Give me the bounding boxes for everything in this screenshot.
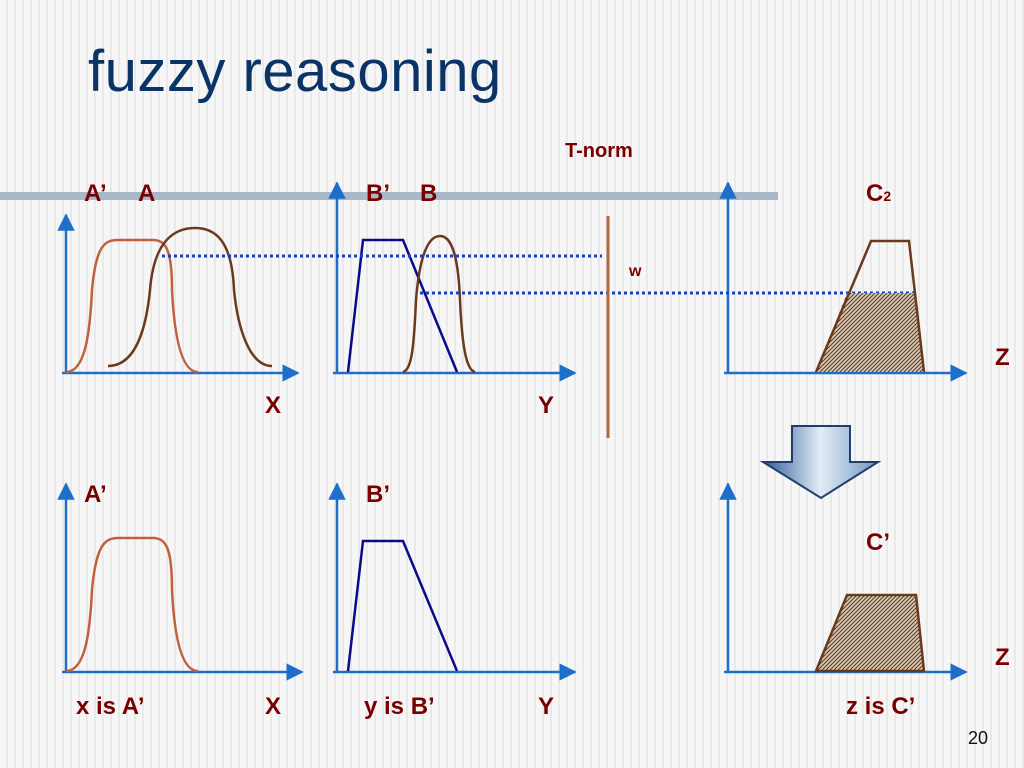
- x-axes-top: [57, 213, 300, 382]
- down-arrow-icon: [759, 425, 882, 500]
- c-prime-label: C’: [866, 529, 890, 556]
- y-axes-bottom: [328, 482, 577, 681]
- slide-number: 20: [967, 728, 988, 748]
- slide-title: fuzzy reasoning: [88, 39, 502, 104]
- header-bar: [0, 192, 778, 200]
- z-axis-label-top: Z: [995, 344, 1010, 371]
- b-prime-label-bottom: B’: [366, 481, 390, 508]
- z-is-c-caption: z is C’: [846, 693, 915, 720]
- a-prime-label-top: A’: [84, 180, 107, 207]
- x-axis-label-top: X: [265, 392, 281, 419]
- y-axis-label-top: Y: [538, 392, 554, 419]
- x-is-a-caption: x is A’: [76, 693, 144, 720]
- x-axis-label-bottom: X: [265, 693, 281, 720]
- y-axis-label-bottom: Y: [538, 693, 554, 720]
- t-norm-label: T-norm: [565, 140, 633, 162]
- a-prime-label-bottom: A’: [84, 481, 107, 508]
- b-prime-trapezoid-top: [346, 238, 459, 373]
- c2-subscript: 2: [883, 188, 891, 204]
- a-prime-membership-curve-bottom: [65, 536, 199, 673]
- a-prime-membership-curve-top: [65, 238, 199, 374]
- b-label-top: B: [420, 180, 437, 207]
- b-prime-trapezoid-bottom: [346, 539, 459, 672]
- c2-clipped-area: [816, 293, 924, 372]
- c-prime-result-area: [814, 593, 926, 673]
- b-membership-curve-top: [402, 234, 476, 374]
- w-label: w: [628, 263, 642, 280]
- z-axes-top: [719, 181, 968, 382]
- c2-trapezoid: [814, 239, 926, 373]
- b-prime-label-top: B’: [366, 180, 390, 207]
- x-axes-bottom: [57, 482, 304, 681]
- y-axes-top: [328, 181, 577, 382]
- y-is-b-caption: y is B’: [364, 693, 435, 720]
- a-membership-curve-top: [107, 226, 273, 368]
- c2-label: C2: [866, 180, 891, 207]
- z-axis-label-bottom: Z: [995, 644, 1010, 671]
- a-label-top: A: [138, 180, 155, 207]
